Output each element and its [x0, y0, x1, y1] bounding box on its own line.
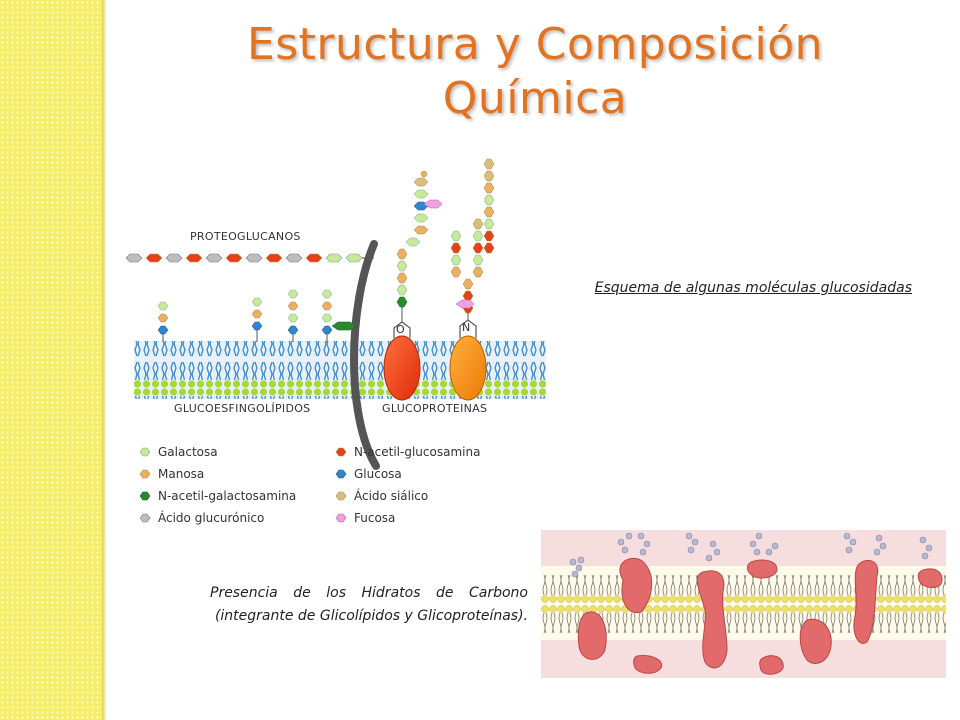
svg-text:Galactosa: Galactosa	[158, 445, 218, 459]
svg-text:Manosa: Manosa	[158, 467, 204, 481]
side-strip-edge	[102, 0, 107, 720]
legend-item-acido-sialico: Ácido siálico	[335, 488, 428, 503]
svg-text:N-acetil-galactosamina: N-acetil-galactosamina	[158, 489, 296, 503]
glycosylation-diagram: O N	[106, 156, 546, 536]
label-glycoproteins: GLUCOPROTEINAS	[382, 402, 487, 415]
glycosylation-diagram-svg: O N	[125, 158, 546, 525]
svg-text:Ácido siálico: Ácido siálico	[354, 488, 428, 503]
legend-item-fucosa: Fucosa	[335, 511, 395, 525]
proteoglycan-core	[350, 240, 380, 470]
slide-title: Estructura y Composición Química	[110, 18, 960, 126]
legend-item-n-acetil-galactosamina: N-acetil-galactosamina	[139, 489, 296, 503]
svg-text:Ácido glucurónico: Ácido glucurónico	[158, 510, 264, 525]
n-linkage-label: N	[462, 321, 471, 334]
slide-title-line-2: Química	[442, 73, 628, 124]
proteoglycan-chain	[125, 253, 374, 263]
slide-title-line-1: Estructura y Composición	[246, 19, 824, 70]
label-glycosphingolipids: GLUCOESFINGOLÍPIDOS	[174, 402, 310, 415]
legend-item-glucosa: Glucosa	[335, 467, 402, 481]
legend-item-galactosa: Galactosa	[139, 445, 218, 459]
legend-item-acido-glucuronico: Ácido glucurónico	[139, 510, 264, 525]
membrane-carbohydrate-chains	[569, 532, 933, 578]
membrane-diagram	[541, 530, 946, 678]
membrane-proteins	[577, 557, 943, 675]
membrane-bilayer-2	[541, 566, 946, 640]
glycoprotein-n-linked: N	[449, 158, 495, 401]
membrane-diagram-svg	[541, 530, 946, 678]
diagram-caption: Esquema de algunas moléculas glucosidada…	[594, 280, 912, 296]
legend-item-manosa: Manosa	[139, 467, 204, 481]
svg-text:Fucosa: Fucosa	[354, 511, 395, 525]
svg-text:N-acetil-glucosamina: N-acetil-glucosamina	[354, 445, 480, 459]
glycolipid-chains	[157, 289, 357, 342]
legend: Galactosa Manosa N-acetil-galactosamina …	[139, 445, 480, 525]
glycoprotein-o-linked: O	[383, 170, 443, 401]
label-proteoglycans: PROTEOGLUCANOS	[190, 230, 301, 243]
o-linkage-label: O	[396, 323, 405, 336]
membrane-caption: Presencia de los Hidratos de Carbono (in…	[210, 585, 528, 624]
svg-text:Glucosa: Glucosa	[354, 467, 402, 481]
side-strip	[0, 0, 104, 720]
legend-item-n-acetil-glucosamina: N-acetil-glucosamina	[335, 445, 480, 459]
